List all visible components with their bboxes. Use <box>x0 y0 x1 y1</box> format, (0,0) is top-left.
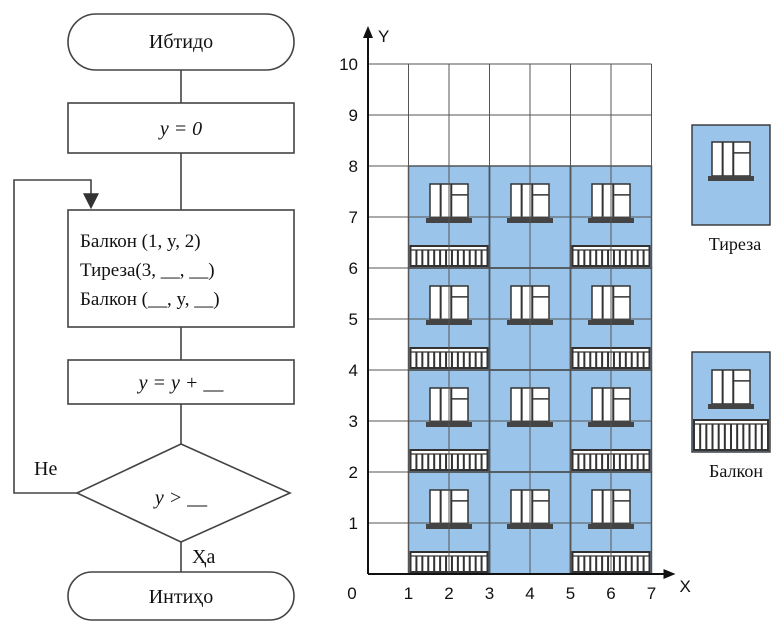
x-axis-label: X <box>680 577 691 596</box>
yes-label: Ҳа <box>192 546 215 568</box>
condition-diamond <box>75 443 292 543</box>
increment-label: y = y + __ <box>137 372 225 394</box>
tick-labels: 1 2 3 4 5 6 7 1 2 3 4 5 6 7 8 9 10 0 X Y <box>339 27 691 603</box>
end-terminal <box>67 571 295 621</box>
legend-window-label: Тиреза <box>709 234 762 254</box>
x-tick-label: 3 <box>485 584 494 603</box>
process-line: Тиреза(3, __, __) <box>80 260 215 281</box>
legend-balcony <box>691 351 771 453</box>
origin-label: 0 <box>347 584 356 603</box>
x-tick-label: 7 <box>647 584 656 603</box>
increment-box <box>67 359 295 405</box>
process-box <box>67 209 295 328</box>
y-tick-label: 1 <box>349 514 358 533</box>
balcony-railing <box>693 419 769 451</box>
init-box <box>67 102 295 154</box>
y-tick-label: 10 <box>339 55 358 74</box>
y-tick-label: 7 <box>349 208 358 227</box>
x-tick-label: 4 <box>525 584 534 603</box>
y-tick-label: 4 <box>349 361 358 380</box>
process-line: Балкон (__, y, __) <box>80 289 220 310</box>
y-tick-label: 8 <box>349 157 358 176</box>
x-tick-label: 5 <box>566 584 575 603</box>
init-label: y = 0 <box>158 118 202 140</box>
legend-window <box>691 124 771 226</box>
condition-label: y > __ <box>153 487 208 509</box>
y-tick-label: 5 <box>349 310 358 329</box>
flow-connectors <box>13 70 182 572</box>
window-icon <box>708 369 754 409</box>
y-tick-label: 2 <box>349 463 358 482</box>
x-tick-label: 2 <box>444 584 453 603</box>
y-axis-label: Y <box>378 27 389 46</box>
window-icon <box>708 141 754 181</box>
x-tick-label: 6 <box>606 584 615 603</box>
grid-lines <box>368 63 652 574</box>
y-tick-label: 9 <box>349 106 358 125</box>
process-line: Балкон (1, y, 2) <box>80 231 201 252</box>
y-tick-label: 6 <box>349 259 358 278</box>
x-tick-label: 1 <box>404 584 413 603</box>
legend-balcony-label: Балкон <box>709 461 763 481</box>
axes <box>363 26 676 579</box>
no-label: Не <box>34 458 57 480</box>
y-axis-arrow-icon <box>363 26 373 38</box>
end-label: Интиҳо <box>149 586 214 608</box>
x-axis-arrow-icon <box>663 569 676 579</box>
start-terminal <box>67 13 295 71</box>
start-label: Ибтидо <box>149 31 213 53</box>
y-tick-label: 3 <box>349 412 358 431</box>
